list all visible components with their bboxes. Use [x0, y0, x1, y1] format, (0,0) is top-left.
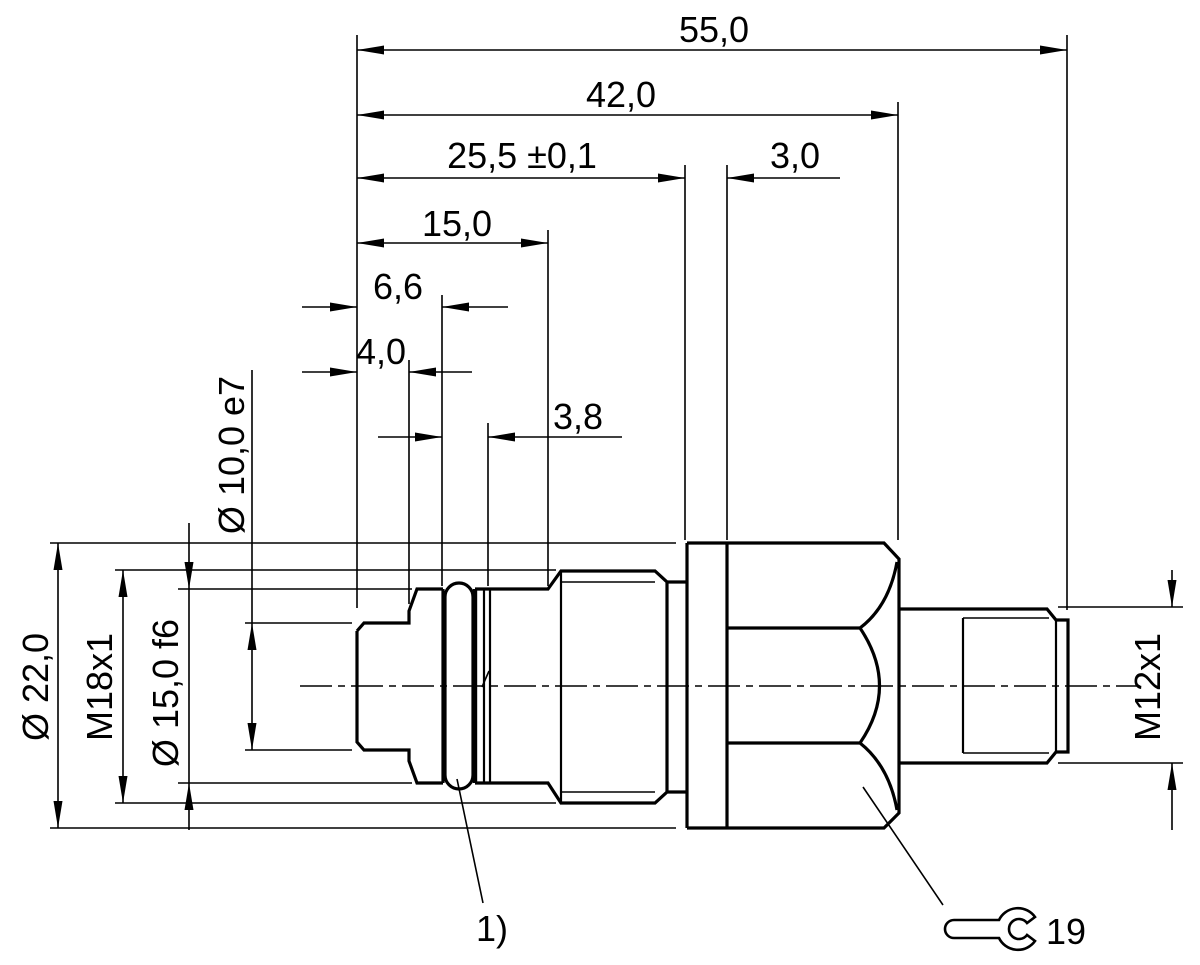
- extension-lines: [50, 35, 1183, 829]
- annotation-labels: 1) 19: [476, 908, 1086, 952]
- dim-flange-thickness: 3,0: [770, 135, 820, 176]
- thread-root-m18: [561, 581, 655, 793]
- dim-mounting-thread: M18x1: [79, 633, 120, 741]
- dim-pilot-length: 15,0: [422, 203, 492, 244]
- oring-note-label: 1): [476, 908, 508, 949]
- m12-tip-edges: [961, 618, 1058, 753]
- nose-and-collar: [355, 587, 445, 785]
- dim-connector-thread: M12x1: [1127, 633, 1168, 741]
- dim-pilot-diameter: Ø 15,0 f6: [145, 619, 186, 767]
- open-end-wrench-icon: [943, 906, 1037, 952]
- pilot-and-thread: [475, 569, 687, 805]
- hex-body: [687, 541, 901, 830]
- flange: [685, 543, 729, 828]
- groove-lines: [482, 589, 492, 783]
- dim-length-to-flange: 25,5 ±0,1: [447, 135, 597, 176]
- wrench-size-label: 19: [1046, 911, 1086, 952]
- dim-nose-diameter: Ø 10,0 e7: [211, 376, 252, 534]
- dimension-arrowheads: [53, 45, 1177, 828]
- dim-groove-width: 3,8: [553, 396, 603, 437]
- sensor-outline: [355, 541, 1070, 830]
- dimension-labels: 55,0 42,0 25,5 ±0,1 3,0 15,0 6,6 4,0 3,8…: [15, 9, 1168, 767]
- dim-overall-length: 55,0: [679, 9, 749, 50]
- dim-length-to-hex: 42,0: [586, 74, 656, 115]
- dim-collar-length: 6,6: [373, 266, 423, 307]
- leader-lines: [456, 670, 944, 906]
- dim-flange-diameter: Ø 22,0: [15, 633, 56, 741]
- m12-connector: [899, 607, 1070, 765]
- dim-nose-length: 4,0: [356, 331, 406, 372]
- thread-root-m12: [963, 617, 1049, 754]
